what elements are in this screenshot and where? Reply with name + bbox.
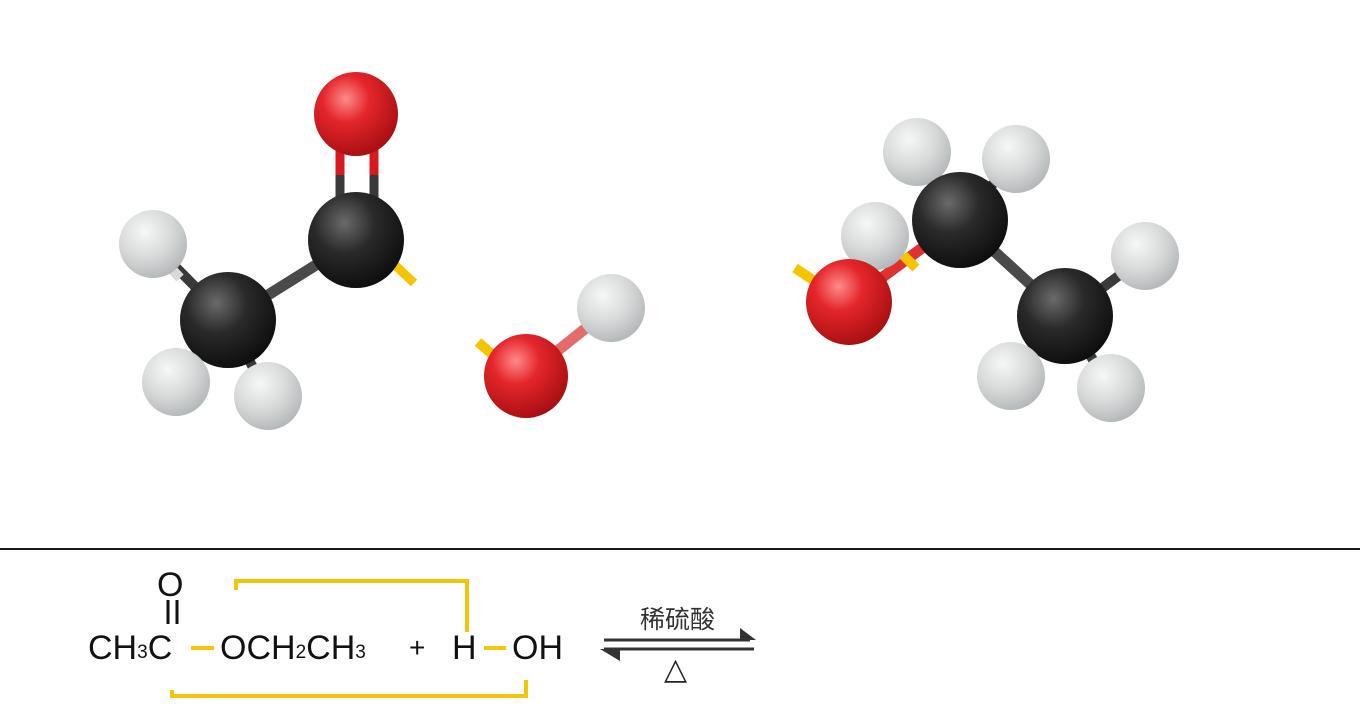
acyl-fragment-model: [119, 72, 418, 430]
oxygen-atom: [806, 259, 892, 345]
hydrogen-atom: [142, 348, 210, 416]
top-bracket: [234, 579, 469, 632]
break-mark: [792, 263, 816, 285]
hydrogen-atom: [883, 118, 951, 186]
carbonyl-carbon: C: [147, 629, 173, 667]
ch-text: CH: [88, 629, 138, 667]
water-hydrogen: H: [452, 629, 477, 667]
hydrogen-atom: [977, 342, 1045, 410]
carbon-atom: [1017, 268, 1113, 364]
bottom-bracket: [170, 680, 528, 698]
subscript: 2: [295, 642, 307, 663]
equation-brackets: [166, 579, 756, 698]
condition-heat: △: [664, 652, 688, 687]
ch-text: CH: [306, 629, 356, 667]
reverse-arrow-head: [600, 649, 620, 661]
divider-line: [0, 548, 1360, 550]
hydrogen-atom: [577, 274, 645, 342]
break-mark: [899, 251, 920, 272]
carbonyl-oxygen: O: [157, 566, 184, 604]
forward-arrow-head: [740, 628, 756, 640]
ethoxy-group: OCH2CH3: [220, 631, 366, 671]
hydrogen-atom: [119, 210, 187, 278]
hydrogen-atom: [1077, 354, 1145, 422]
carbon-atom: [912, 172, 1008, 268]
hydrogen-atom: [1111, 222, 1179, 290]
reaction-equation: O CH3C OCH2CH3 + H OH 稀硫酸 △: [0, 552, 1360, 720]
oxygen-atom: [314, 72, 398, 156]
plus-sign: +: [409, 632, 426, 663]
water-model: [474, 274, 645, 418]
carbon-atom: [180, 272, 276, 368]
hydrogen-atom: [841, 202, 909, 270]
hydrogen-atom: [234, 362, 302, 430]
condition-catalyst: 稀硫酸: [640, 605, 716, 634]
ester-oxygen: O: [220, 629, 247, 667]
hydroxyl-group: OH: [512, 629, 563, 667]
subscript: 3: [355, 642, 366, 663]
ethoxy-fragment-model: [792, 118, 1179, 422]
hydrogen-atom: [982, 125, 1050, 193]
methyl-group: CH3C: [88, 631, 172, 671]
carbon-atom: [308, 192, 404, 288]
molecule-models: [119, 72, 1179, 430]
subscript: 3: [137, 642, 148, 663]
ch-text: CH: [246, 629, 296, 667]
break-mark: [391, 261, 418, 287]
oxygen-atom: [484, 334, 568, 418]
